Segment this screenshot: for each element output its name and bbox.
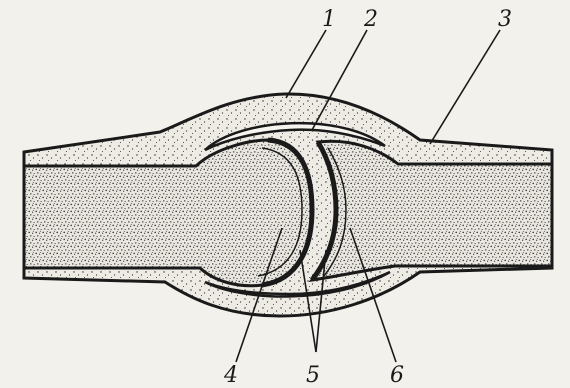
leader-line-1 (286, 30, 326, 98)
callout-label-6: 6 (390, 363, 404, 388)
callout-label-2: 2 (363, 7, 378, 32)
callout-label-4: 4 (223, 363, 238, 388)
callout-label-5: 5 (306, 363, 320, 388)
leader-line-3 (430, 30, 500, 144)
callout-label-3: 3 (498, 7, 512, 32)
callout-label-1: 1 (322, 7, 336, 32)
